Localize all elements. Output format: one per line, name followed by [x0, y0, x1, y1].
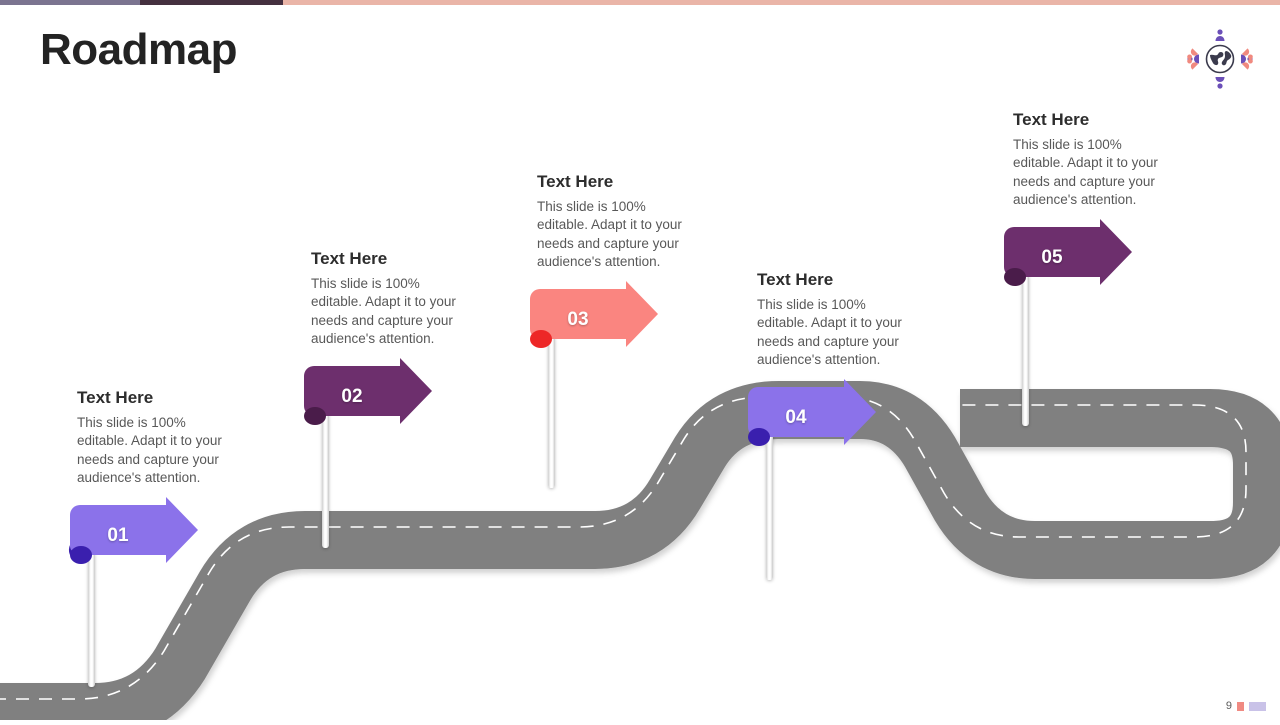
flag-banner-02[interactable]: 02: [304, 358, 434, 428]
milestone-02[interactable]: Text Here This slide is 100% editable. A…: [311, 249, 469, 348]
accent-segment-1: [0, 0, 140, 5]
milestone-05[interactable]: Text Here This slide is 100% editable. A…: [1013, 110, 1171, 209]
milestone-heading: Text Here: [311, 249, 388, 268]
footer-marker-coral: [1237, 701, 1244, 711]
milestone-04[interactable]: Text Here This slide is 100% editable. A…: [757, 270, 915, 369]
page-number: 9: [1225, 700, 1232, 712]
milestone-heading: Text Here: [757, 270, 834, 289]
milestone-03[interactable]: Text Here This slide is 100% editable. A…: [537, 172, 695, 271]
milestone-heading: Text Here: [1013, 110, 1090, 129]
flag-pole-04: [766, 434, 773, 580]
flag-banner-03[interactable]: 03: [530, 281, 660, 351]
flag-banner-04[interactable]: 04: [748, 379, 878, 449]
flag-pole-05: [1022, 274, 1029, 426]
accent-segment-3: [283, 0, 1280, 5]
top-accent-bar: [0, 0, 1280, 5]
flag-pole-02: [322, 413, 329, 548]
page-title: Roadmap: [40, 25, 237, 74]
milestone-body: This slide is 100% editable. Adapt it to…: [537, 199, 682, 269]
footer-marker-purple: [1249, 701, 1266, 711]
milestone-body: This slide is 100% editable. Adapt it to…: [757, 297, 902, 367]
flag-banner-01[interactable]: 01: [68, 497, 200, 567]
globe-people-logo-icon: [1184, 28, 1256, 90]
milestone-body: This slide is 100% editable. Adapt it to…: [1013, 137, 1158, 207]
slide-footer: 9: [1226, 700, 1266, 712]
accent-segment-2: [140, 0, 283, 5]
flag-pole-01: [88, 552, 95, 687]
milestone-heading: Text Here: [537, 172, 614, 191]
flag-banner-05[interactable]: 05: [1004, 219, 1134, 289]
milestone-heading: Text Here: [77, 388, 154, 407]
milestone-01[interactable]: Text Here This slide is 100% editable. A…: [77, 388, 235, 487]
milestone-body: This slide is 100% editable. Adapt it to…: [77, 415, 222, 485]
flag-pole-03: [548, 336, 555, 488]
milestone-body: This slide is 100% editable. Adapt it to…: [311, 276, 456, 346]
